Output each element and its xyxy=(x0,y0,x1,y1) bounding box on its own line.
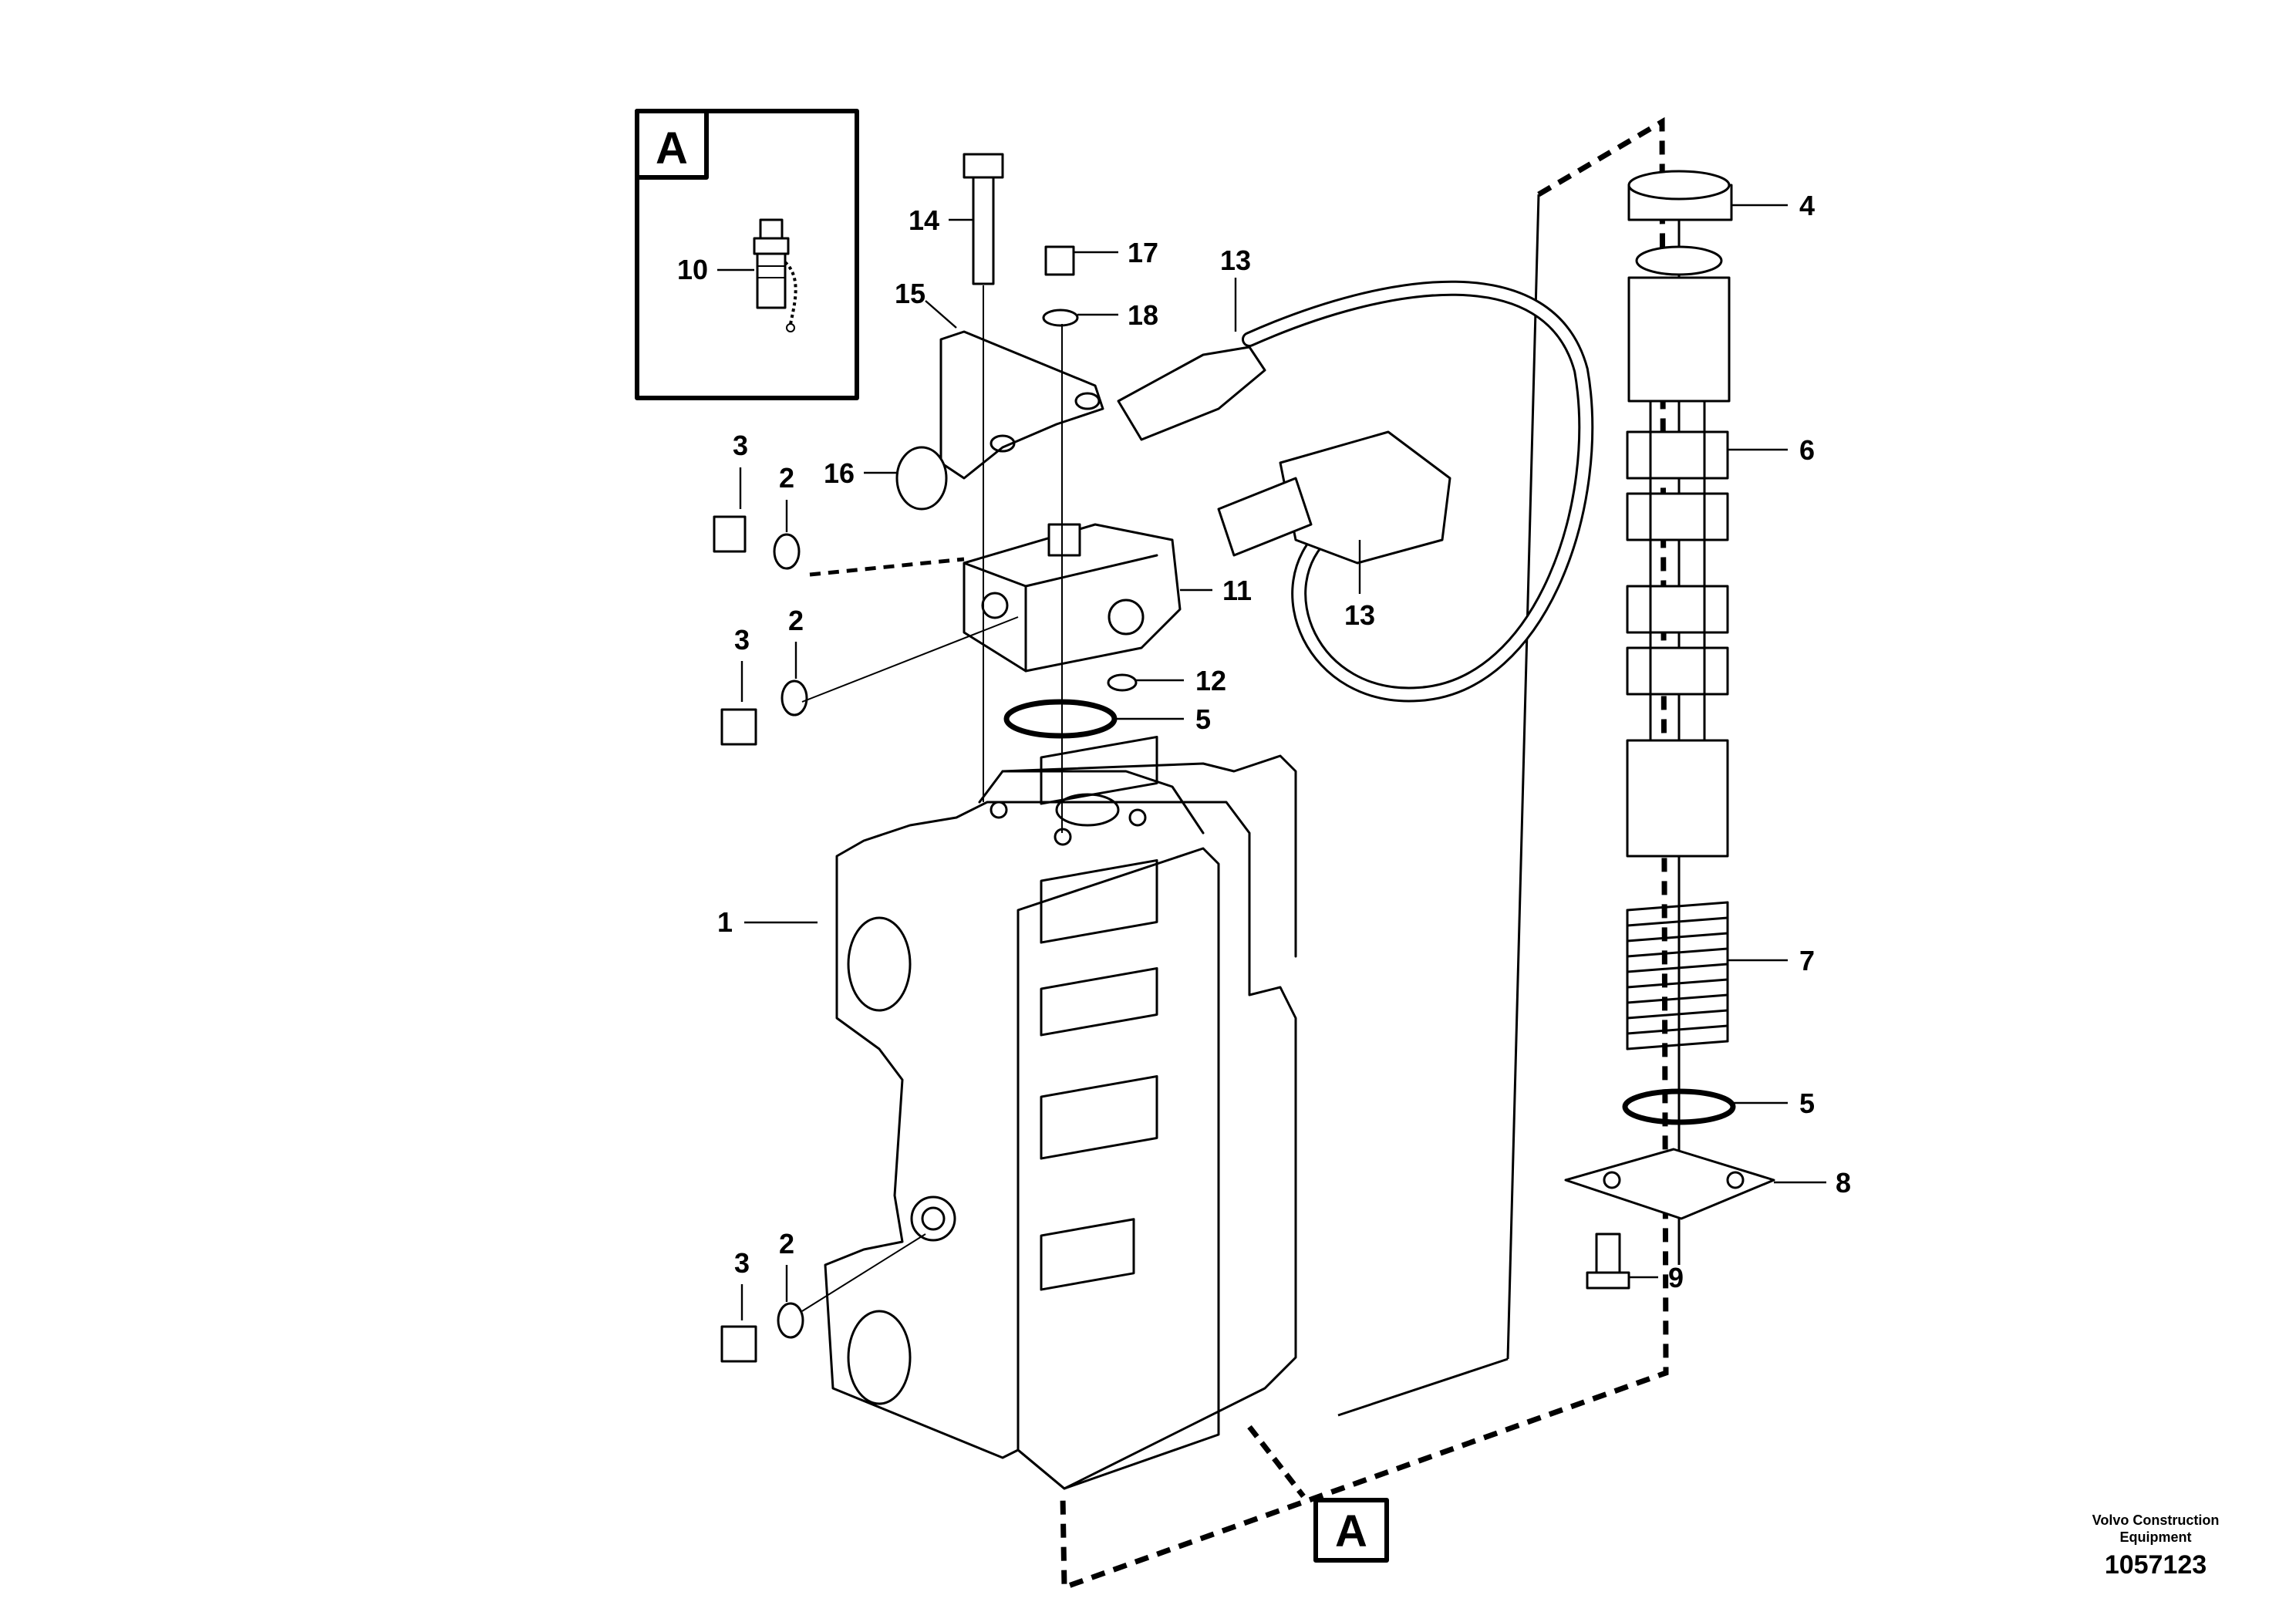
callout-2: 2 xyxy=(788,605,804,636)
callout-9: 9 xyxy=(1668,1262,1684,1293)
callout-16: 16 xyxy=(824,457,855,489)
callout-18: 18 xyxy=(1128,299,1158,331)
cover-block xyxy=(963,523,1182,673)
callout-17: 17 xyxy=(1128,237,1158,268)
callout-labels: 1 2 2 2 3 3 3 4 5 5 6 7 8 9 11 12 13 13 … xyxy=(717,190,1851,1293)
drawing-number: 1057123 xyxy=(2104,1550,2207,1580)
plug-icon xyxy=(1044,245,1075,276)
callout-12: 12 xyxy=(1195,665,1226,696)
bracket xyxy=(939,330,1104,480)
callout-15: 15 xyxy=(895,278,925,309)
callout-5: 5 xyxy=(1799,1088,1815,1119)
callout-11: 11 xyxy=(1222,575,1252,606)
callout-4: 4 xyxy=(1799,190,1815,221)
pressure-test-nipple-icon xyxy=(753,218,797,332)
plug-icon xyxy=(720,708,757,746)
callout-2: 2 xyxy=(779,462,794,494)
plug-icon xyxy=(713,515,747,553)
callout-10: 10 xyxy=(677,254,708,285)
nut-icon xyxy=(895,446,948,511)
callout-5: 5 xyxy=(1195,703,1211,735)
spool-stack xyxy=(1564,170,1775,1290)
company-credit: Volvo Construction Equipment xyxy=(2092,1512,2220,1545)
callout-13: 13 xyxy=(1220,244,1251,276)
spring-icon xyxy=(1626,901,1729,1050)
plug-icon xyxy=(720,1325,757,1363)
callout-3: 3 xyxy=(734,624,750,656)
callout-8: 8 xyxy=(1836,1167,1851,1199)
callout-13: 13 xyxy=(1344,599,1375,631)
callout-3: 3 xyxy=(733,430,748,461)
dashed-boundary xyxy=(1060,116,1669,1591)
detail-box-letter: A xyxy=(656,123,688,174)
leader-lines xyxy=(739,204,1826,1320)
small-parts xyxy=(713,153,1138,1363)
callout-14: 14 xyxy=(909,204,939,236)
callout-1: 1 xyxy=(717,906,733,938)
bolt-icon xyxy=(972,167,995,285)
valve-housing xyxy=(824,735,1297,1490)
reference-box-a: A xyxy=(1247,1425,1389,1563)
callout-6: 6 xyxy=(1799,434,1815,466)
callout-7: 7 xyxy=(1799,945,1815,976)
callout-3: 3 xyxy=(734,1247,750,1279)
callout-2: 2 xyxy=(779,1228,794,1259)
reference-box-letter: A xyxy=(1335,1506,1367,1556)
detail-box-a: A 10 xyxy=(635,109,859,400)
hose-assembly xyxy=(1117,280,1594,703)
